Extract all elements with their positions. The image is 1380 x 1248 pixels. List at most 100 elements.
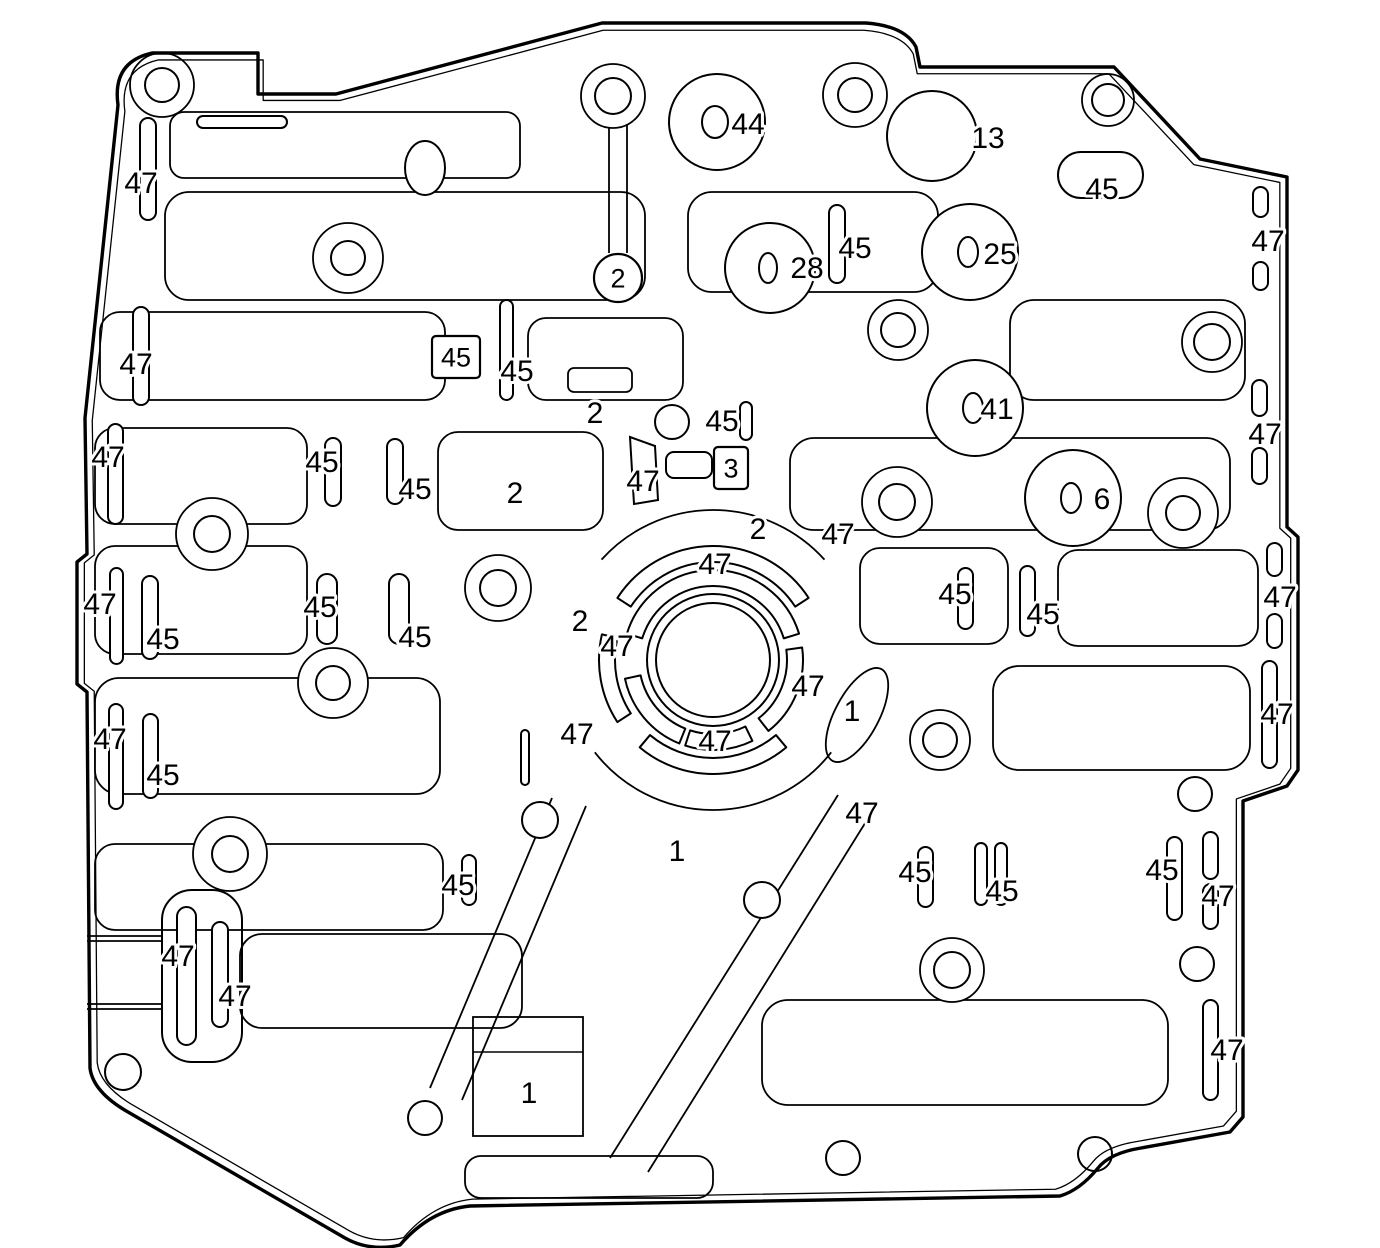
callout-47: 47 <box>91 441 124 474</box>
orifice-slot <box>520 729 530 786</box>
bolt-hole <box>1165 495 1201 531</box>
valve-feed-oval <box>962 392 984 424</box>
callout-2: 2 <box>587 397 604 430</box>
valve-bores-layer <box>668 73 1122 547</box>
callout-45: 45 <box>146 623 179 656</box>
bolt-hole <box>193 515 231 553</box>
callout-47: 47 <box>1201 880 1234 913</box>
callout-25: 25 <box>983 238 1016 271</box>
callout-47: 47 <box>600 630 633 663</box>
callout-circle <box>592 252 644 304</box>
bore-outer-arc-slot <box>638 734 788 775</box>
wedge-port-outline <box>628 435 660 506</box>
callout-1: 1 <box>844 695 861 728</box>
callout-1: 1 <box>521 1077 538 1110</box>
callout-45: 45 <box>305 446 338 479</box>
bore-outer-arc-slot <box>616 545 810 608</box>
callout-45: 45 <box>441 869 474 902</box>
callout-45: 45 <box>398 473 431 506</box>
callout-3: 3 <box>723 454 738 484</box>
orifice-slot <box>1266 542 1283 577</box>
callout-47: 47 <box>93 723 126 756</box>
callout-47: 47 <box>821 518 854 551</box>
callout-45: 45 <box>441 343 471 373</box>
fluid-channel <box>1057 549 1259 647</box>
callout-47: 47 <box>698 725 731 758</box>
fluid-channel <box>239 933 523 1029</box>
orifice-slot <box>499 299 514 401</box>
orifice-slot <box>324 437 342 507</box>
callout-45: 45 <box>838 232 871 265</box>
fluid-channel <box>169 111 521 179</box>
bolt-hole <box>521 801 559 839</box>
body-outline-layer <box>75 21 1300 1248</box>
callout-47: 47 <box>1251 225 1284 258</box>
separator-strip-line <box>429 797 553 1089</box>
callout-47: 47 <box>1210 1034 1243 1067</box>
callout-45: 45 <box>898 856 931 889</box>
casting-inner-outline <box>83 29 1292 1241</box>
callout-13: 13 <box>971 122 1004 155</box>
orifice-slot <box>176 906 197 1046</box>
bolt-hole <box>743 881 781 919</box>
callout-47: 47 <box>218 980 251 1013</box>
fluid-channel <box>992 665 1251 771</box>
callout-1: 1 <box>669 835 686 868</box>
fluid-channel <box>527 317 684 401</box>
callout-box <box>430 334 482 380</box>
bolt-hole <box>654 404 690 440</box>
fluid-channel <box>1009 299 1246 401</box>
orifice-slot <box>196 115 288 129</box>
separator-strip-line <box>647 811 873 1173</box>
bolt-hole <box>880 312 916 348</box>
orifice-slot <box>1251 379 1268 417</box>
oval-port <box>404 140 446 196</box>
callout-box <box>712 445 750 491</box>
orifice-slot <box>109 567 124 665</box>
orifice-slot <box>1202 883 1219 930</box>
callout-45: 45 <box>1085 173 1118 206</box>
orifice-slot <box>141 575 159 660</box>
callout-6: 6 <box>1094 483 1111 516</box>
orifice-slot <box>316 573 338 645</box>
orifice-slot <box>139 117 157 221</box>
callout-47: 47 <box>845 797 878 830</box>
bolt-hole <box>479 569 517 607</box>
orifice-slot <box>974 842 988 906</box>
callout-47: 47 <box>791 670 824 703</box>
callout-45: 45 <box>303 591 336 624</box>
callout-44: 44 <box>731 108 764 141</box>
bolt-hole <box>330 240 366 276</box>
bore-hole <box>655 602 771 718</box>
bore-boundary-arc <box>594 751 832 811</box>
orifice-slot <box>1252 186 1269 218</box>
orifice-slot <box>994 842 1008 906</box>
bolt-hole <box>1177 776 1213 812</box>
callout-47: 47 <box>124 167 157 200</box>
callout-47: 47 <box>560 718 593 751</box>
bolt-hole <box>825 1140 861 1176</box>
bore-inner-arc-slot <box>623 674 687 745</box>
orifice-slot <box>739 401 753 441</box>
callout-47: 47 <box>1260 698 1293 731</box>
bolt-hole <box>878 483 916 521</box>
bolt-hole <box>211 835 249 873</box>
slot-boss-outline <box>161 889 243 1063</box>
callout-45: 45 <box>985 875 1018 908</box>
orifice-slot <box>132 306 150 406</box>
orifice-slot <box>1202 999 1219 1101</box>
bolt-holes-layer <box>104 52 1243 1176</box>
bolt-hole <box>1091 83 1125 117</box>
bolt-hole <box>315 665 351 701</box>
orifice-slot <box>1252 261 1269 291</box>
callout-47: 47 <box>1248 418 1281 451</box>
bolt-hole <box>144 67 180 103</box>
orifice-slot <box>107 423 124 525</box>
orifice-slot <box>108 703 124 810</box>
valve-feed-oval <box>758 252 778 284</box>
bolt-hole <box>407 1100 443 1136</box>
fluid-channel <box>164 191 646 301</box>
